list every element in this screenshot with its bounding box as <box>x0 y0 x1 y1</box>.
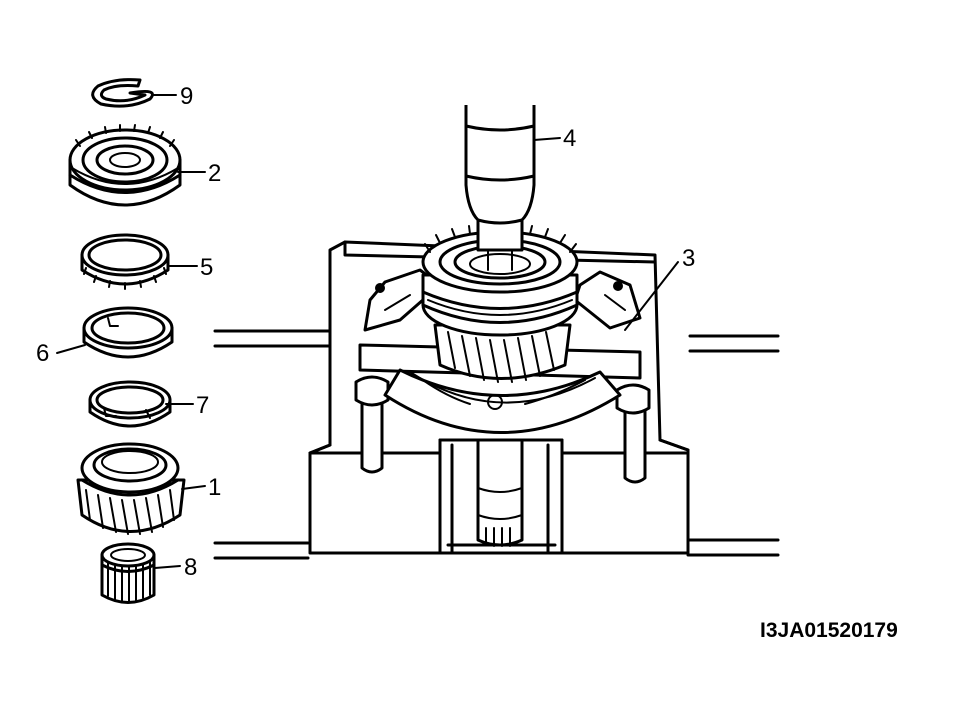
leader-lines <box>56 94 679 569</box>
synchronizer-hub <box>68 124 182 207</box>
outer-cone-ring <box>82 306 174 359</box>
callout-2: 2 <box>208 160 221 187</box>
reference-code: I3JA01520179 <box>760 619 898 642</box>
callout-5: 5 <box>200 254 213 281</box>
snap-ring <box>91 78 154 108</box>
callout-3: 3 <box>682 245 695 272</box>
needle-bearing <box>100 542 156 604</box>
gear-on-press <box>421 105 579 383</box>
callout-1: 1 <box>208 474 221 501</box>
callout-8: 8 <box>184 554 197 581</box>
synchronizer-ring <box>80 233 170 290</box>
callout-labels: 9 2 5 6 7 1 8 4 3 <box>36 83 695 581</box>
gear <box>76 442 186 535</box>
callout-9: 9 <box>180 83 193 110</box>
callout-4: 4 <box>563 125 576 152</box>
callout-6: 6 <box>36 340 49 367</box>
callout-7: 7 <box>196 392 209 419</box>
inner-cone-ring <box>88 380 172 428</box>
